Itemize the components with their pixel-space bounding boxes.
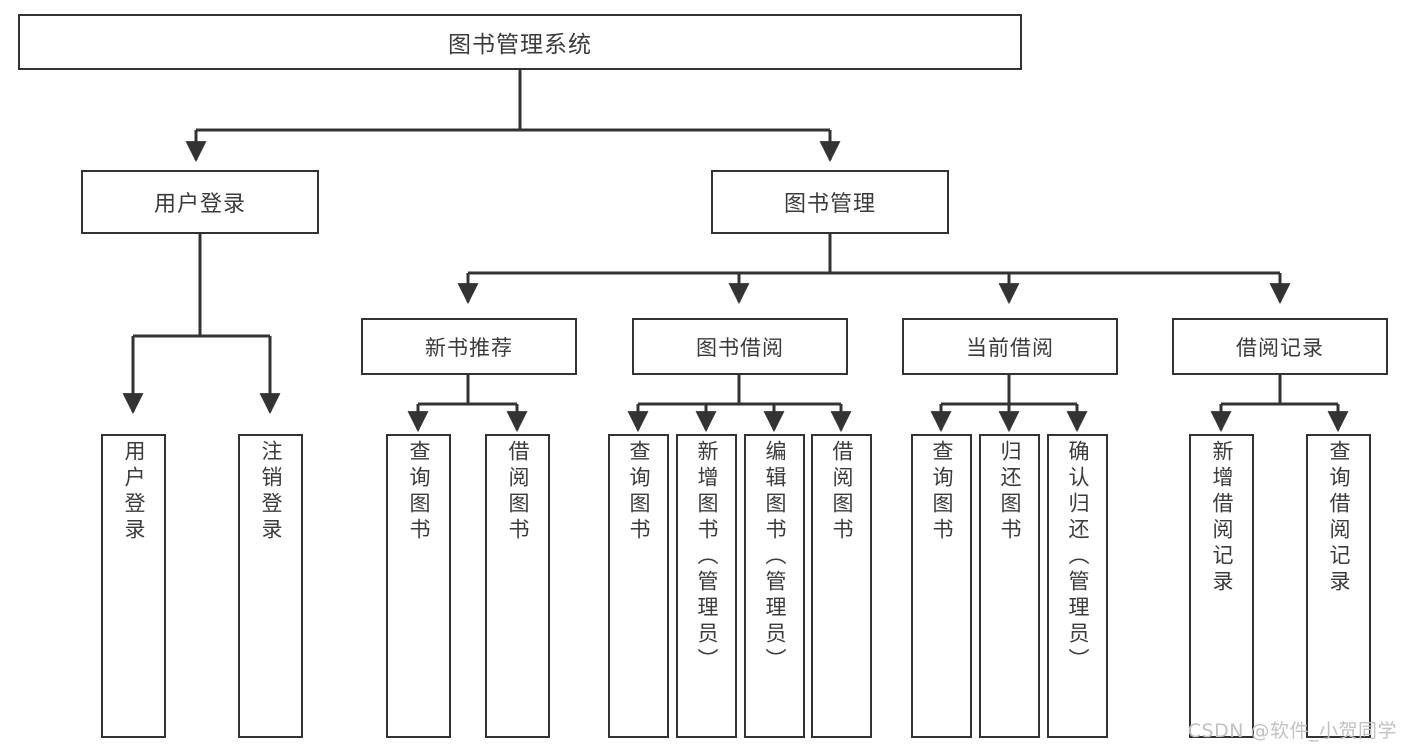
node-book-management[interactable]: 图书管理 xyxy=(711,170,949,234)
node-label: 查询图书 xyxy=(407,440,431,544)
node-new-book-recommendation[interactable]: 新书推荐 xyxy=(361,318,577,375)
node-label: 图书借阅 xyxy=(696,335,784,360)
node-label: 用户登录 xyxy=(122,440,146,544)
node-label: 注销登录 xyxy=(259,440,283,544)
node-label: 新书推荐 xyxy=(425,335,513,360)
leaf-user-login-sign-out[interactable]: 注销登录 xyxy=(238,434,303,738)
node-label: 图书管理 xyxy=(783,192,876,217)
node-book-borrowing[interactable]: 图书借阅 xyxy=(632,318,848,375)
leaf-book-borrow-edit-book-admin[interactable]: 编辑图书（管理员） xyxy=(744,434,805,738)
node-label: 确认归还（管理员） xyxy=(1066,440,1090,674)
leaf-borrow-record-query-record[interactable]: 查询借阅记录 xyxy=(1306,434,1371,738)
leaf-current-borrow-query-books[interactable]: 查询图书 xyxy=(911,434,972,738)
node-label: 借阅图书 xyxy=(506,440,530,544)
node-user-login[interactable]: 用户登录 xyxy=(81,170,319,234)
leaf-book-borrow-add-book-admin[interactable]: 新增图书（管理员） xyxy=(676,434,737,738)
node-borrowing-record[interactable]: 借阅记录 xyxy=(1172,318,1388,375)
leaf-user-login-sign-in[interactable]: 用户登录 xyxy=(101,434,166,738)
node-label: 归还图书 xyxy=(998,440,1022,544)
node-label: 借阅记录 xyxy=(1236,335,1324,360)
node-label: 新增借阅记录 xyxy=(1210,440,1234,596)
node-root-book-management-system[interactable]: 图书管理系统 xyxy=(18,14,1022,70)
node-label: 查询图书 xyxy=(627,440,651,544)
node-label: 图书管理系统 xyxy=(448,32,592,58)
leaf-new-book-borrow-books[interactable]: 借阅图书 xyxy=(485,434,550,738)
node-label: 新增图书（管理员） xyxy=(695,440,719,674)
csdn-watermark: CSDN @软件_小贺同学 xyxy=(1187,720,1397,742)
node-label: 编辑图书（管理员） xyxy=(763,440,787,674)
leaf-current-borrow-confirm-return-admin[interactable]: 确认归还（管理员） xyxy=(1047,434,1108,738)
node-label: 当前借阅 xyxy=(966,335,1054,360)
node-current-borrowing[interactable]: 当前借阅 xyxy=(902,318,1118,375)
node-label: 借阅图书 xyxy=(830,440,854,544)
leaf-borrow-record-add-record[interactable]: 新增借阅记录 xyxy=(1189,434,1254,738)
node-label: 用户登录 xyxy=(153,192,246,217)
node-label: 查询借阅记录 xyxy=(1327,440,1351,596)
leaf-book-borrow-borrow-books[interactable]: 借阅图书 xyxy=(811,434,872,738)
leaf-new-book-query-books[interactable]: 查询图书 xyxy=(386,434,451,738)
node-label: 查询图书 xyxy=(930,440,954,544)
leaf-book-borrow-query-books[interactable]: 查询图书 xyxy=(608,434,669,738)
leaf-current-borrow-return-books[interactable]: 归还图书 xyxy=(979,434,1040,738)
